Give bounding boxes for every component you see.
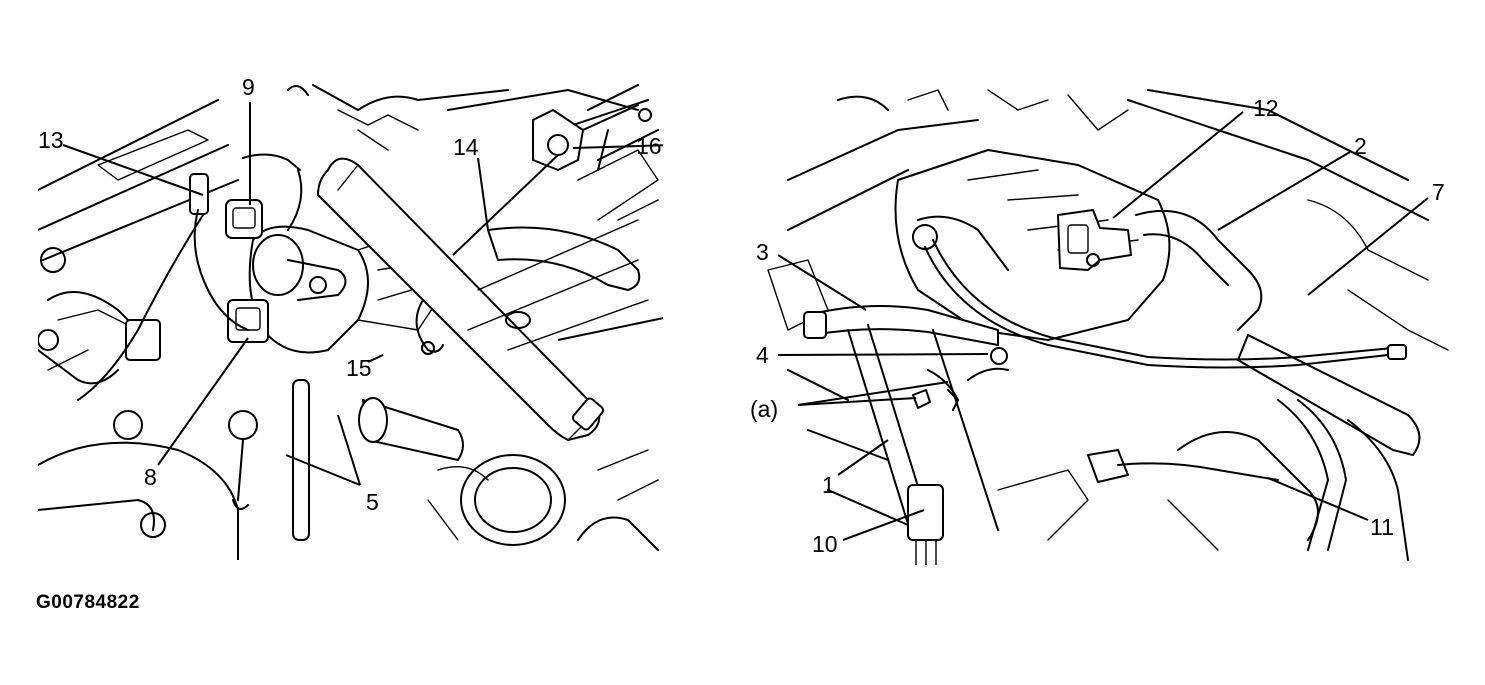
callout-16: 16 bbox=[636, 133, 662, 159]
connector-12 bbox=[1057, 209, 1132, 271]
connector-10 bbox=[907, 484, 944, 541]
hoses-2-7 bbox=[1135, 209, 1421, 456]
intake-manifold bbox=[894, 149, 1171, 341]
left-engine-view: 9 13 14 16 6 15 8 5 bbox=[38, 70, 663, 560]
air-hose bbox=[317, 157, 605, 441]
callout-a: (a) bbox=[750, 396, 778, 422]
callout-3: 3 bbox=[756, 239, 769, 265]
clamp-15 bbox=[415, 299, 444, 353]
engine-bay-outline bbox=[767, 89, 1449, 526]
bolt-4 bbox=[990, 347, 1008, 365]
wire-harness bbox=[924, 239, 1407, 369]
bracket-16 bbox=[532, 84, 652, 171]
figure-id: G00784822 bbox=[36, 592, 140, 613]
left-engine-illustration: 9 13 14 16 6 15 8 5 bbox=[38, 74, 663, 560]
callout-8: 8 bbox=[144, 464, 157, 490]
sensor-connectors bbox=[77, 153, 303, 401]
callout-5: 5 bbox=[366, 489, 379, 515]
callout-13: 13 bbox=[38, 127, 64, 153]
hose-6 bbox=[467, 219, 649, 351]
fasteners-a bbox=[912, 367, 1009, 411]
leader-lines-left bbox=[62, 102, 663, 486]
callout-14: 14 bbox=[453, 134, 479, 160]
lower-frame bbox=[847, 324, 1409, 565]
callout-1: 1 bbox=[822, 472, 835, 498]
callout-7: 7 bbox=[1432, 179, 1445, 205]
callout-12: 12 bbox=[1253, 95, 1279, 121]
right-engine-illustration: 12 2 7 3 4 (a) 1 10 11 bbox=[750, 89, 1449, 565]
cable-14 bbox=[452, 154, 559, 256]
connector-8 bbox=[227, 299, 269, 343]
callout-4: 4 bbox=[756, 342, 769, 368]
callout-10: 10 bbox=[812, 531, 838, 557]
callout-15: 15 bbox=[346, 355, 372, 381]
hose-3 bbox=[803, 305, 999, 346]
lower-components bbox=[38, 379, 659, 560]
callout-11: 11 bbox=[1370, 514, 1394, 540]
connector-9 bbox=[225, 199, 263, 239]
callout-9: 9 bbox=[242, 74, 255, 100]
engine-block-outline bbox=[38, 84, 659, 385]
right-engine-view: 12 2 7 3 4 (a) 1 10 11 bbox=[748, 70, 1463, 565]
leader-lines-right bbox=[777, 111, 1429, 541]
callout-2: 2 bbox=[1354, 133, 1367, 159]
